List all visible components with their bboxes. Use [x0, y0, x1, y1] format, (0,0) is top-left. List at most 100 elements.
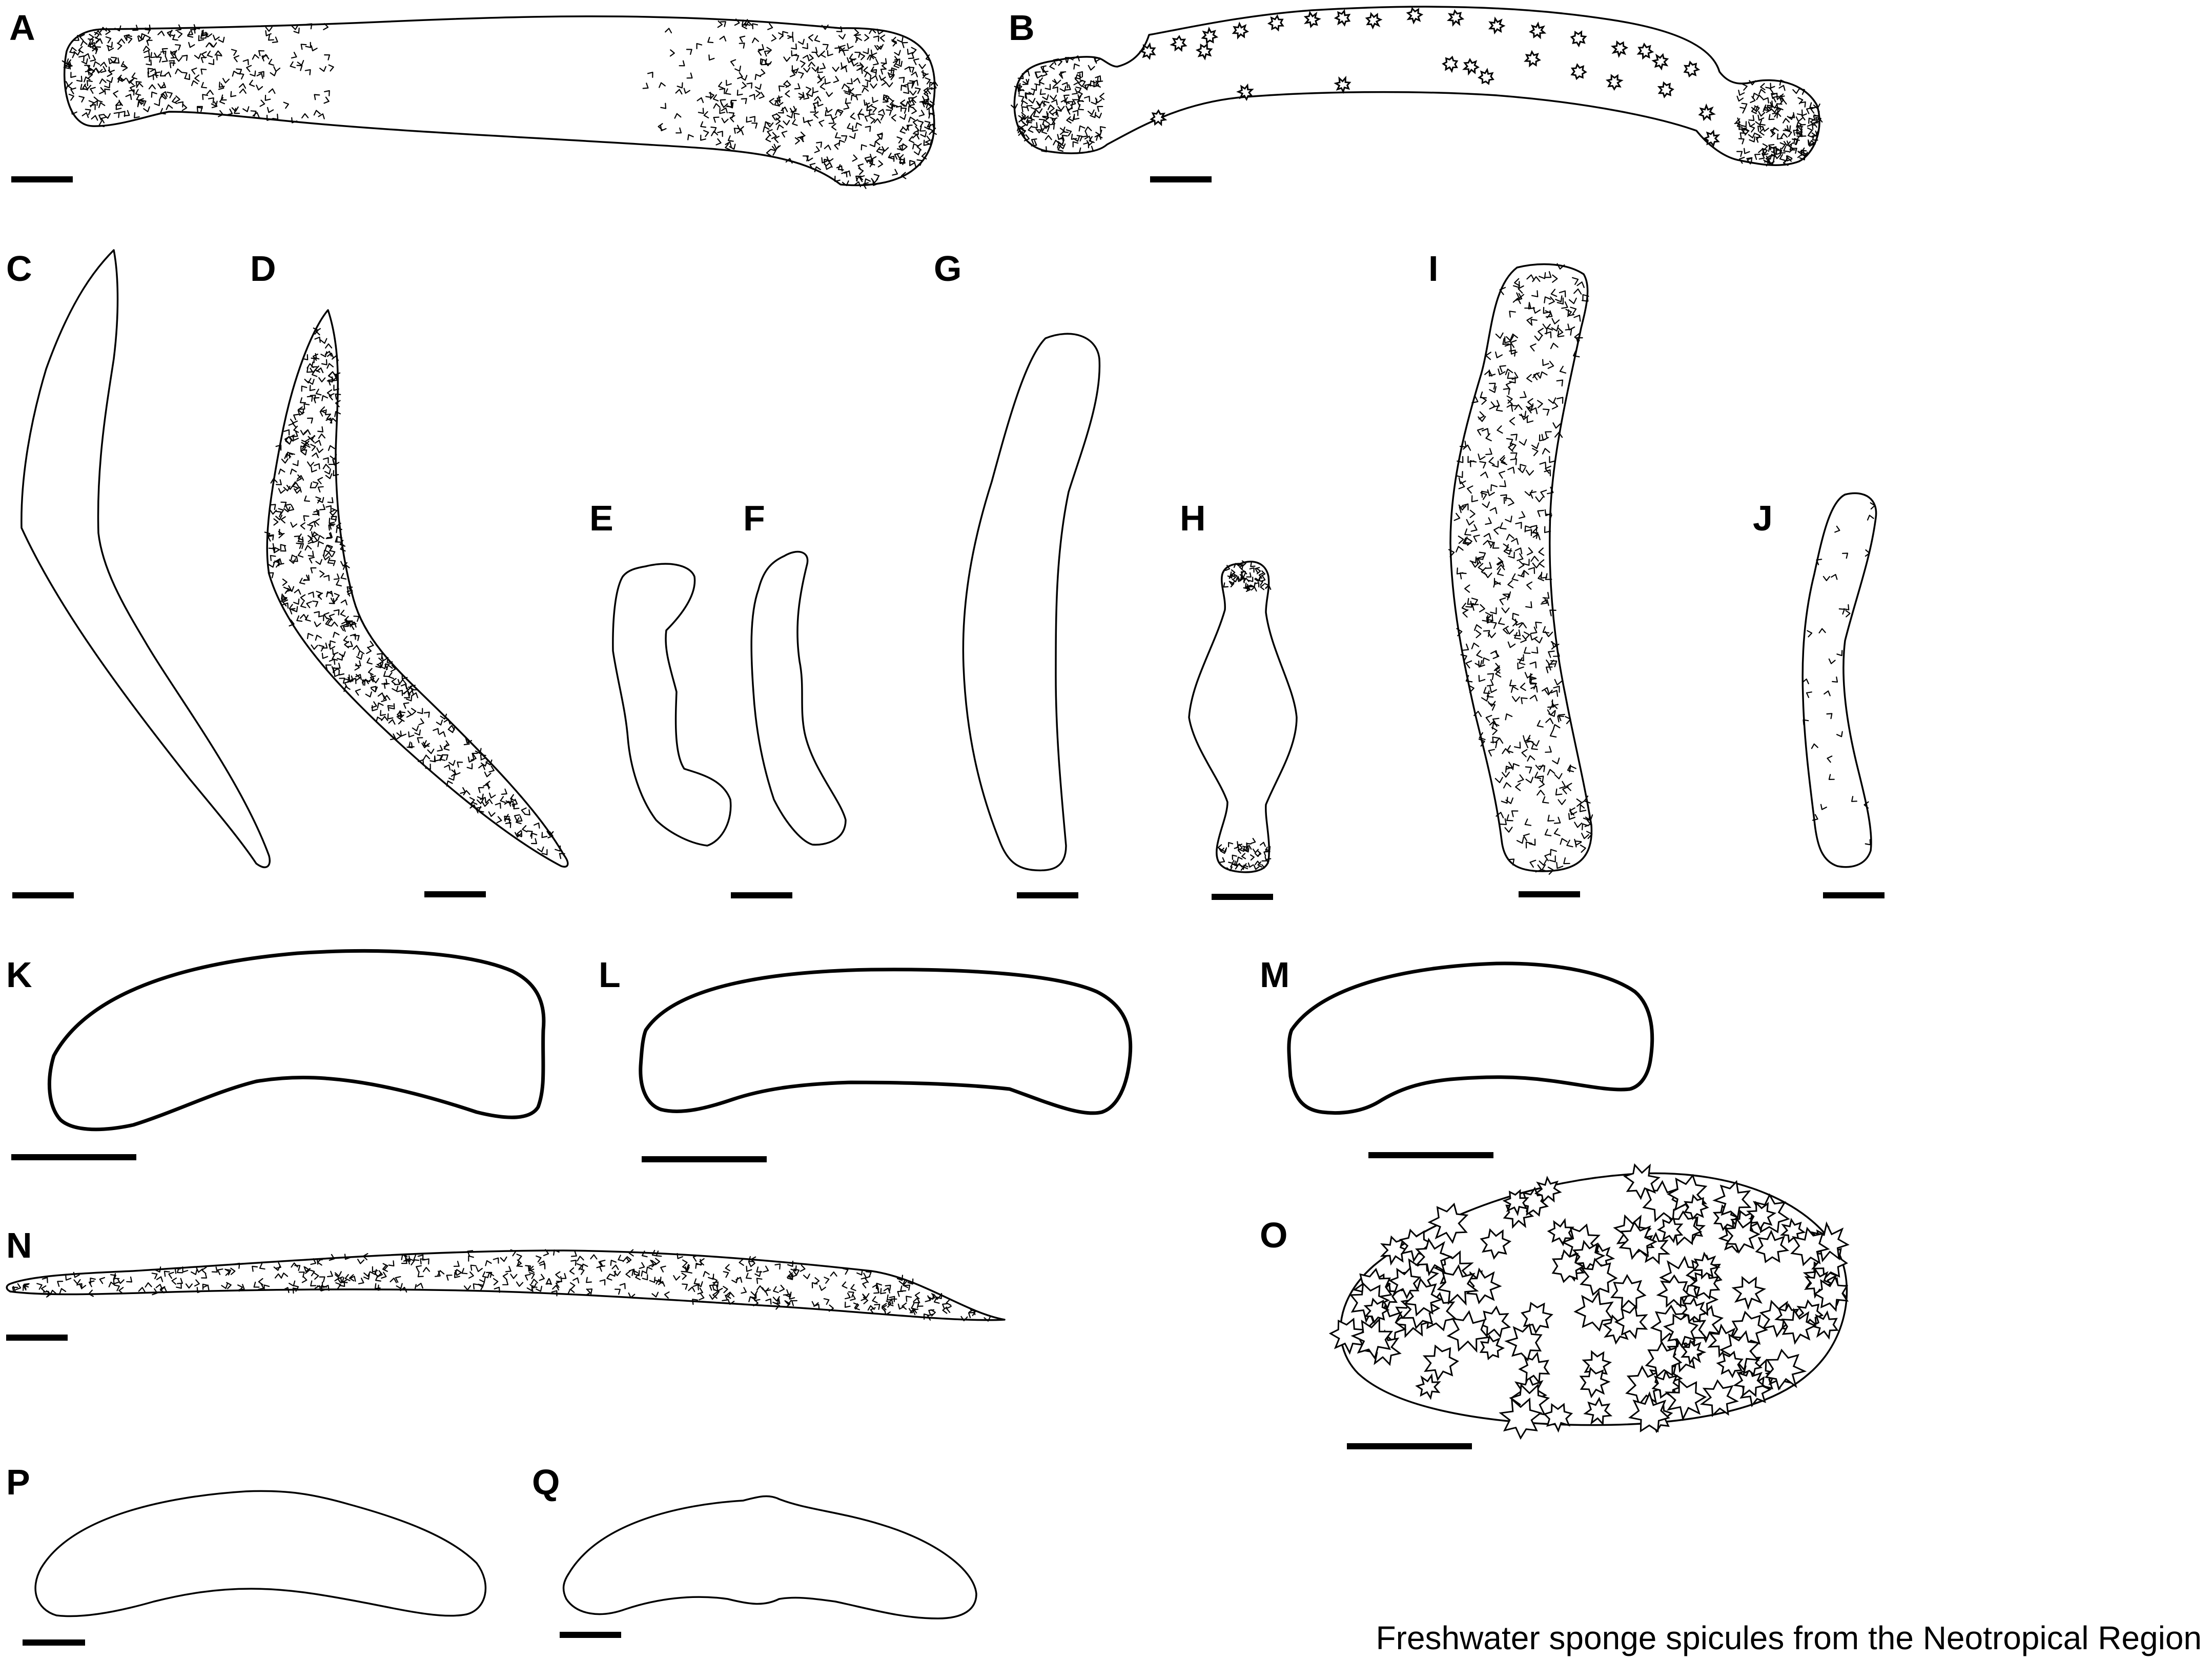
microspine — [1542, 323, 1551, 330]
microspine — [322, 463, 330, 469]
microspine — [258, 50, 265, 56]
microspine — [891, 36, 897, 44]
microspine — [715, 138, 722, 146]
microspine — [1030, 107, 1037, 114]
microspine — [358, 1278, 364, 1284]
microspine — [1539, 461, 1547, 469]
microspine — [1464, 584, 1470, 593]
microspine — [311, 466, 317, 473]
microspine — [332, 648, 339, 655]
microspine — [1049, 124, 1055, 130]
microspine — [293, 1285, 299, 1292]
microspine — [317, 477, 323, 484]
microspine — [899, 127, 906, 134]
microspine — [1521, 570, 1529, 577]
microspine — [781, 107, 788, 112]
microspine — [1807, 630, 1813, 638]
microspine — [69, 47, 77, 53]
microspine — [395, 1276, 401, 1283]
microspine — [1064, 57, 1071, 63]
microspine — [888, 155, 895, 162]
microspine — [443, 719, 451, 725]
microspine — [1072, 88, 1078, 95]
microspine — [1473, 710, 1482, 717]
microspine — [316, 590, 322, 598]
microspine — [108, 66, 115, 73]
microspine — [1531, 646, 1539, 654]
microspine — [1479, 732, 1486, 741]
microspine — [167, 91, 173, 98]
microspine — [1250, 562, 1256, 567]
microspine — [1028, 98, 1036, 104]
microspine — [682, 1283, 688, 1290]
microspine — [1822, 576, 1830, 581]
microspine — [740, 75, 748, 81]
microspine — [838, 139, 845, 146]
microspine — [908, 97, 915, 104]
microspine — [477, 793, 484, 800]
microspine — [1041, 70, 1048, 77]
microspine — [896, 144, 903, 151]
tubercle — [1422, 1344, 1459, 1382]
microspine — [1537, 775, 1544, 783]
microspine — [196, 106, 203, 112]
microspine — [1088, 146, 1094, 152]
microspine — [117, 38, 126, 44]
microspine — [311, 370, 318, 377]
spicule-n-outline — [6, 1249, 1006, 1321]
microspine — [885, 1284, 891, 1291]
tubercle — [1303, 11, 1321, 29]
microspine — [436, 720, 443, 726]
microspine — [323, 1285, 330, 1291]
microspine — [187, 29, 193, 36]
microspine — [309, 521, 316, 527]
microspine — [326, 1270, 333, 1278]
microspine — [266, 114, 273, 121]
microspine — [340, 544, 346, 552]
microspine — [1221, 847, 1227, 853]
microspine — [326, 389, 333, 397]
microspine — [907, 1278, 914, 1285]
microspine — [696, 1281, 703, 1287]
microspine — [651, 1291, 659, 1298]
microspine — [300, 601, 306, 608]
microspine — [1557, 330, 1565, 338]
microspine — [1803, 719, 1809, 726]
microspine — [1481, 490, 1488, 498]
microspine — [1554, 679, 1563, 686]
microspine — [89, 68, 95, 75]
microspine — [815, 52, 823, 58]
microspine — [324, 343, 333, 349]
microspine — [847, 123, 853, 130]
microspine — [764, 50, 770, 57]
microspine — [1565, 309, 1572, 317]
microspine — [1749, 80, 1756, 86]
microspine — [371, 701, 377, 708]
tubercle — [1657, 81, 1674, 99]
tubercle — [1657, 1216, 1684, 1243]
microspine — [1741, 102, 1748, 110]
microspine — [581, 1263, 588, 1270]
microspine — [103, 113, 111, 119]
microspine — [769, 98, 774, 106]
microspine — [323, 549, 330, 556]
microspine — [1512, 297, 1521, 304]
microspine — [145, 27, 151, 34]
microspine — [314, 621, 321, 627]
microspine — [1545, 465, 1551, 474]
microspine — [322, 457, 329, 464]
microspine — [726, 79, 732, 86]
microspine — [323, 96, 330, 104]
microspine — [703, 130, 709, 137]
microspine — [1535, 621, 1542, 629]
microspine — [176, 1282, 182, 1289]
microspine — [1511, 538, 1519, 545]
microspine — [290, 554, 297, 561]
microspine — [513, 803, 520, 810]
microspine — [314, 365, 320, 373]
microspine — [299, 613, 308, 620]
tubercle — [1415, 1373, 1441, 1400]
microspine — [320, 338, 327, 344]
microspine — [836, 165, 843, 172]
microspine — [1539, 434, 1546, 442]
